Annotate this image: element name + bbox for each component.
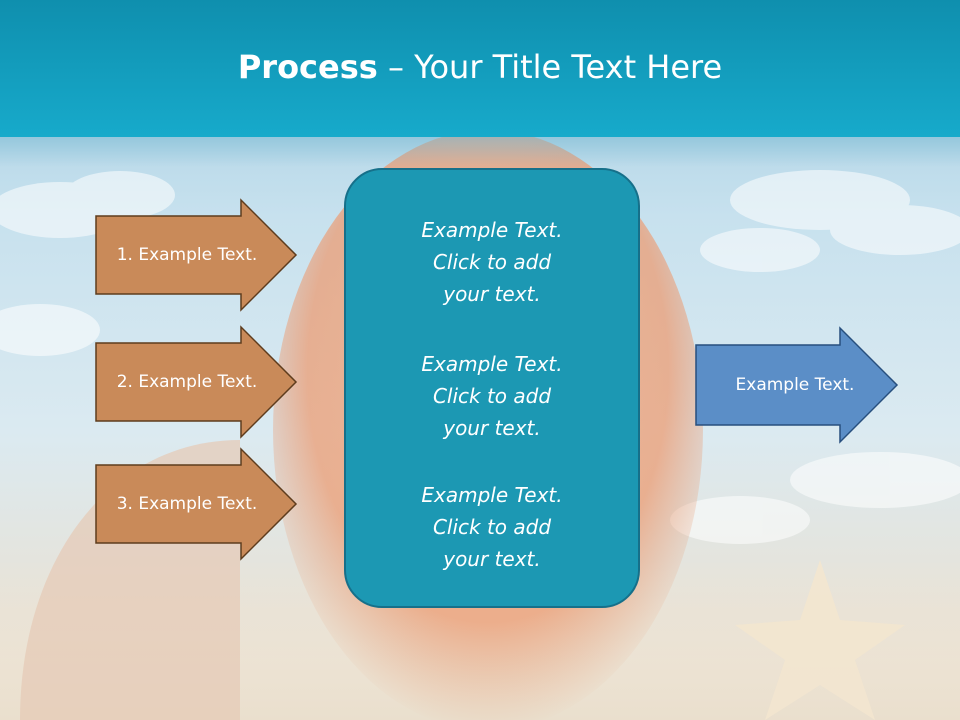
input-arrow-1[interactable] (94, 198, 298, 312)
input-arrow-2[interactable] (94, 325, 298, 439)
block-2-line-2: Click to add (432, 384, 552, 408)
block-1-line-2: Click to add (432, 250, 552, 274)
block-3-line-2: Click to add (432, 515, 552, 539)
center-text-box[interactable]: Example Text. Click to add your text. Ex… (344, 168, 640, 608)
center-text-block-2: Example Text. Click to add your text. (346, 348, 638, 444)
block-2-line-3: your text. (443, 416, 541, 440)
slide-title[interactable]: Process – Your Title Text Here (238, 48, 722, 86)
title-bold-text: Process (237, 48, 378, 86)
block-1-line-1: Example Text. (421, 218, 563, 242)
input-arrow-2-label: 2. Example Text. (116, 372, 258, 392)
title-bar-shadow (0, 137, 960, 167)
cloud-icon (0, 170, 960, 544)
center-text-block-1: Example Text. Click to add your text. (346, 214, 638, 310)
input-arrow-3[interactable] (94, 447, 298, 561)
input-arrow-3-label: 3. Example Text. (116, 494, 258, 514)
center-text-block-3: Example Text. Click to add your text. (346, 479, 638, 575)
output-arrow[interactable] (694, 326, 900, 444)
block-3-line-3: your text. (443, 547, 541, 571)
starfish-icon (735, 560, 905, 720)
output-arrow-label: Example Text. (735, 375, 855, 395)
input-arrow-1-label: 1. Example Text. (116, 245, 258, 265)
block-3-line-1: Example Text. (421, 483, 563, 507)
block-1-line-3: your text. (443, 282, 541, 306)
title-rest-text: – Your Title Text Here (377, 48, 723, 86)
title-bar: Process – Your Title Text Here (0, 0, 960, 137)
block-2-line-1: Example Text. (421, 352, 563, 376)
